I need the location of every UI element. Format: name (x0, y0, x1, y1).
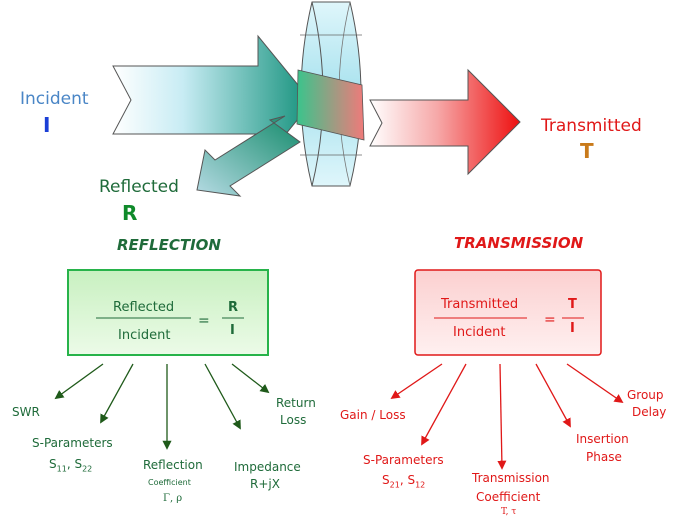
transmission-gain-loss: Gain / Loss (340, 408, 406, 422)
transmission-coefficient-line2: Coefficient (476, 490, 541, 504)
reflection-coefficient-symbols: Γ, ρ (163, 493, 183, 504)
arrow-to-insertion-phase (535, 363, 571, 428)
reflection-equals: = (198, 313, 210, 329)
reflection-sparams: S-Parameters (32, 436, 113, 450)
reflection-coefficient-line2: Coefficient (148, 478, 191, 487)
reflection-formula-box (67, 269, 269, 356)
arrow-to-swr (54, 363, 104, 400)
reflection-return-loss-line2: Loss (280, 413, 307, 427)
s21-subscript: 21 (389, 480, 400, 490)
reflection-denominator: Incident (118, 328, 171, 343)
arrow-to-gain (390, 363, 443, 400)
transmission-group-delay-line1: Group (627, 388, 664, 402)
reflection-return-loss-line1: Return (276, 396, 316, 410)
transmission-ratio-den: I (570, 321, 575, 336)
s12-subscript: 12 (415, 480, 426, 490)
transmission-coefficient-symbols: T, τ (501, 507, 517, 517)
reflection-impedance-line2: R+jX (250, 477, 280, 491)
reflection-title: REFLECTION (117, 236, 221, 254)
reflection-coefficient-line1: Reflection (143, 458, 203, 472)
arrow-to-t-sparams (421, 363, 467, 446)
s12-symbol: , S (399, 473, 416, 487)
arrow-to-group-delay (566, 363, 624, 404)
incident-symbol: I (43, 113, 51, 137)
transmission-equals: = (544, 312, 556, 328)
transmitted-label: Transmitted (541, 116, 642, 136)
reflected-label: Reflected (99, 177, 179, 197)
reflected-symbol: R (122, 201, 138, 225)
transmission-formula-box (414, 269, 602, 356)
reflection-numerator: Reflected (113, 300, 175, 315)
reflection-ratio-num: R (228, 300, 239, 315)
arrow-to-sparams (100, 363, 134, 424)
transmission-insertion-line1: Insertion (576, 432, 629, 446)
s21-symbol: S (382, 473, 390, 487)
reflection-sparams-values: S11, S22 (49, 458, 92, 473)
device-under-test-lens (296, 1, 365, 187)
transmitted-symbol: T (580, 139, 594, 163)
transmission-title: TRANSMISSION (454, 234, 584, 252)
transmission-group-delay-line2: Delay (632, 405, 667, 419)
incident-label: Incident (20, 89, 89, 109)
transmission-denominator: Incident (453, 325, 506, 340)
s22-symbol: , S (66, 457, 83, 471)
arrow-to-return-loss (231, 363, 270, 394)
reflection-ratio-den: I (230, 323, 235, 338)
transmission-coefficient-line1: Transmission (472, 471, 550, 485)
transmitted-arrow (369, 68, 521, 176)
transmission-ratio-num: T (568, 297, 577, 312)
reflected-arrow (196, 115, 301, 197)
reflection-swr: SWR (12, 405, 40, 419)
transmission-numerator: Transmitted (441, 297, 519, 312)
transmission-sparams-values: S21, S12 (382, 474, 425, 489)
s22-subscript: 22 (82, 464, 93, 474)
reflection-impedance-line1: Impedance (234, 460, 301, 474)
transmission-insertion-line2: Phase (586, 450, 622, 464)
transmission-sparams: S-Parameters (363, 453, 444, 467)
s11-subscript: 11 (56, 464, 67, 474)
arrow-to-t-coefficient (497, 363, 507, 470)
s11-symbol: S (49, 457, 57, 471)
arrow-to-impedance (204, 363, 241, 430)
